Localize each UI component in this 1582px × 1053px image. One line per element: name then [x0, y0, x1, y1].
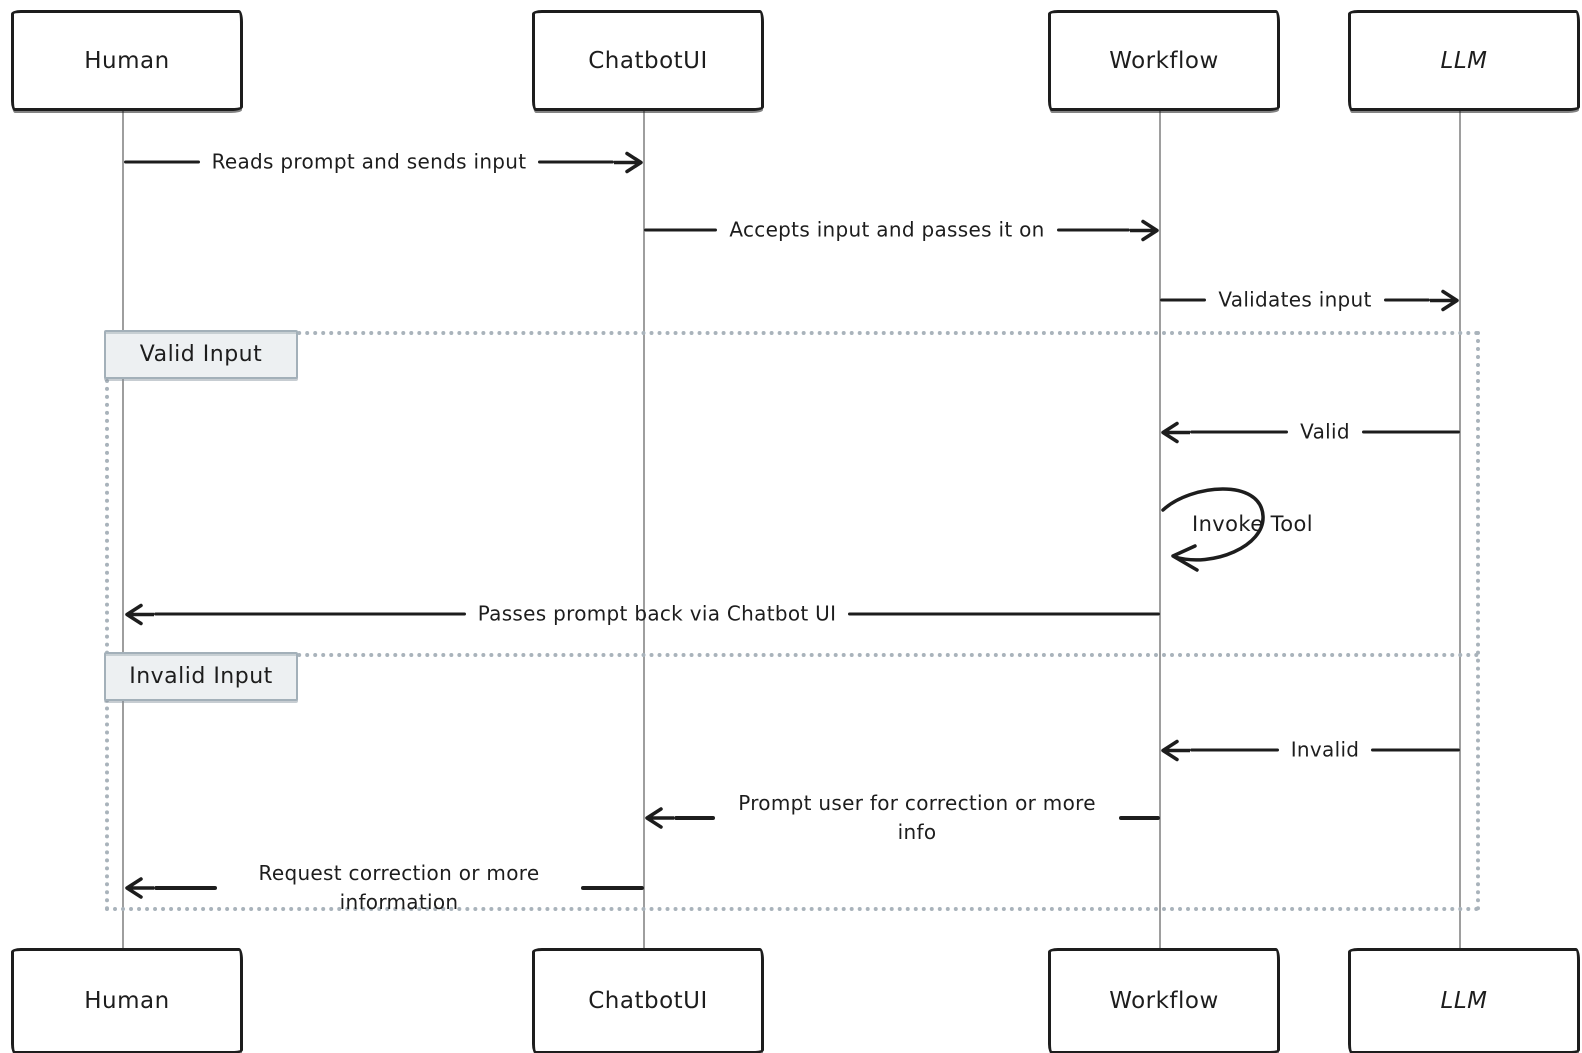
message-line — [644, 228, 718, 232]
section-label-text: Valid Input — [139, 342, 263, 367]
message-label: Valid — [1300, 419, 1350, 444]
message-line — [581, 886, 644, 890]
message-label: Passes prompt back via Chatbot UI — [477, 601, 837, 626]
alt-frame — [105, 331, 1480, 911]
arrow-left-icon — [645, 807, 674, 829]
message-line — [1361, 430, 1461, 434]
actor-box-llm-bottom: LLM — [1348, 948, 1580, 1053]
message-line — [674, 816, 715, 820]
actor-box-llm-top: LLM — [1348, 10, 1580, 111]
message-valid: Valid — [1160, 418, 1461, 447]
actor-box-human-bottom: Human — [11, 948, 243, 1053]
actor-label: ChatbotUI — [588, 47, 708, 74]
actor-label: LLM — [1440, 47, 1488, 74]
lifeline-human — [122, 105, 124, 948]
actor-box-human-top: Human — [11, 10, 243, 111]
section-label-text: Invalid Input — [129, 664, 273, 689]
message-reads-prompt: Reads prompt and sends input — [124, 148, 644, 177]
message-line — [848, 612, 1161, 616]
message-label: Accepts input and passes it on — [729, 217, 1045, 242]
lifeline-chatbotui — [643, 105, 645, 948]
actor-box-workflow-top: Workflow — [1048, 10, 1280, 111]
actor-label: Human — [84, 988, 170, 1014]
arrow-left-icon — [125, 877, 154, 899]
message-prompt-user-correction: Prompt user for correction or more info — [644, 789, 1160, 847]
arrow-right-icon — [614, 151, 643, 173]
arrow-right-icon — [1430, 289, 1459, 311]
arrow-left-icon — [125, 603, 154, 625]
message-label: Reads prompt and sends input — [211, 149, 527, 174]
message-accepts-input: Accepts input and passes it on — [644, 216, 1160, 245]
actor-label: Workflow — [1109, 47, 1219, 74]
actor-box-chatbotui-top: ChatbotUI — [532, 10, 764, 111]
message-label: Validates input — [1218, 287, 1372, 312]
message-line — [1190, 430, 1289, 434]
message-invoke-tool: Invoke Tool — [1192, 512, 1313, 536]
message-validates-input: Validates input — [1160, 286, 1460, 315]
actor-label: ChatbotUI — [588, 988, 708, 1014]
message-label: Invalid — [1290, 737, 1360, 762]
actor-box-workflow-bottom: Workflow — [1048, 948, 1280, 1053]
message-line — [1371, 748, 1461, 752]
message-label: Request correction or more information — [258, 861, 540, 914]
message-line — [1383, 298, 1431, 302]
message-line — [1160, 298, 1207, 302]
message-label: Prompt user for correction or more info — [738, 791, 1096, 844]
section-label-valid: Valid Input — [104, 330, 298, 379]
message-line — [1119, 816, 1160, 820]
arrow-right-icon — [1130, 219, 1159, 241]
self-loop-arrow-icon — [1161, 487, 1265, 572]
actor-label: LLM — [1440, 988, 1488, 1014]
arrow-left-icon — [1161, 421, 1190, 443]
message-line — [538, 160, 615, 164]
arrow-left-icon — [1161, 739, 1190, 761]
message-line — [124, 160, 200, 164]
message-line — [154, 612, 466, 616]
message-request-correction: Request correction or more information — [124, 859, 644, 917]
actor-label: Workflow — [1109, 988, 1219, 1014]
lifeline-workflow — [1159, 105, 1161, 948]
lifeline-llm — [1459, 105, 1461, 948]
actor-label: Human — [84, 47, 170, 74]
message-line — [1056, 228, 1130, 232]
actor-box-chatbotui-bottom: ChatbotUI — [532, 948, 764, 1053]
section-label-invalid: Invalid Input — [104, 652, 298, 701]
message-line — [1190, 748, 1279, 752]
message-line — [154, 886, 217, 890]
message-invalid: Invalid — [1160, 736, 1461, 765]
message-passes-prompt-back: Passes prompt back via Chatbot UI — [124, 600, 1161, 629]
alt-frame-divider — [105, 653, 1480, 657]
